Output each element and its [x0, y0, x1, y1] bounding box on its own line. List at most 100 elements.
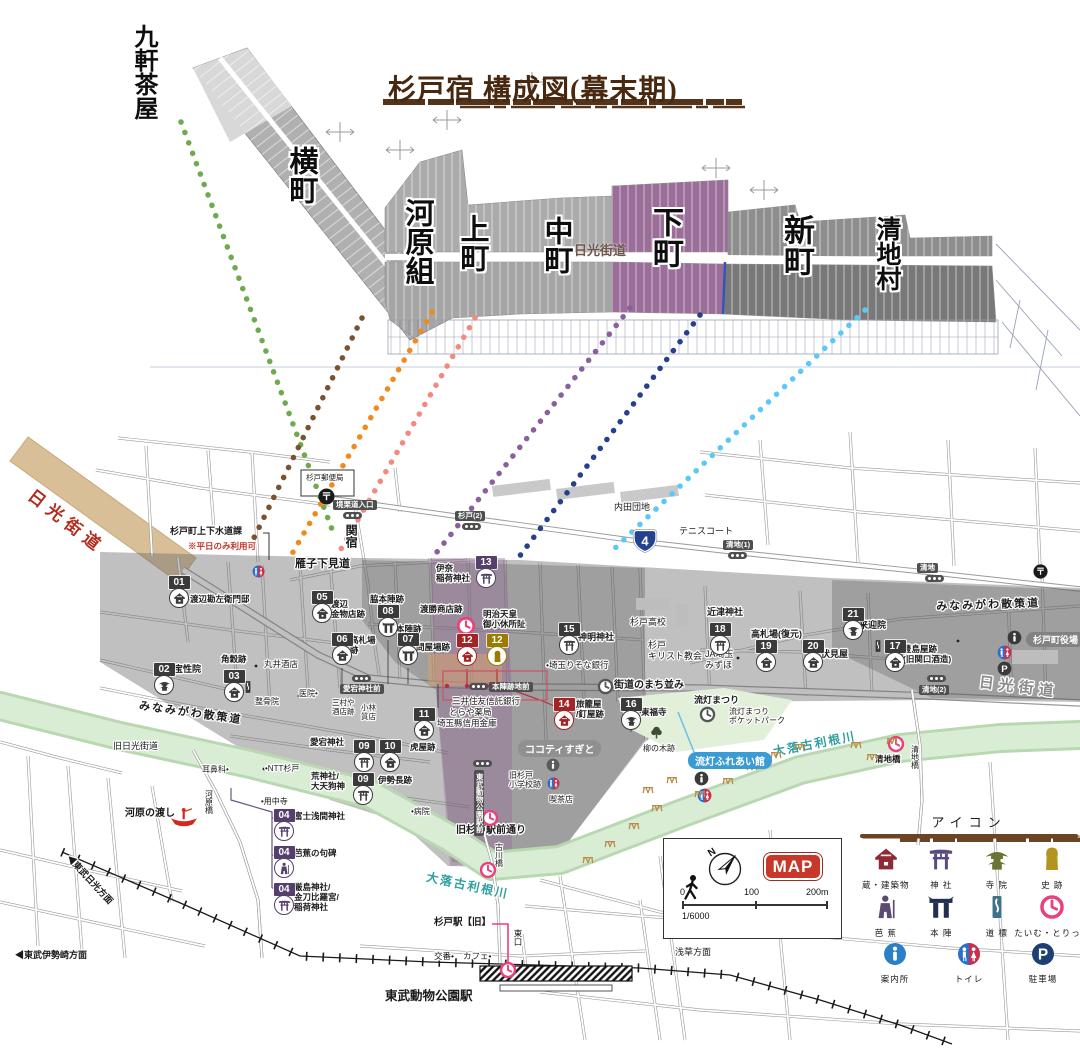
bench-icon	[666, 771, 678, 789]
scale-mid: 100	[744, 887, 760, 897]
legend-underline	[860, 834, 1078, 838]
legend-item-label: 神 社	[930, 880, 953, 890]
map-label: 内田団地	[614, 502, 651, 512]
marker-18-torii[interactable]: 18	[709, 623, 731, 655]
map-label: 東口	[513, 929, 524, 946]
torii-icon	[559, 635, 579, 655]
svg-text:4: 4	[641, 533, 649, 548]
map-label: •NTT杉戸	[265, 764, 300, 773]
kura-icon	[457, 646, 477, 666]
kura-icon	[414, 720, 434, 740]
bus-stop-icon	[352, 675, 371, 682]
bench-icon	[866, 748, 878, 766]
map-label: 清地橋	[875, 754, 901, 764]
temple-icon	[621, 710, 641, 730]
boat-icon	[169, 807, 199, 834]
kura-icon	[873, 846, 899, 877]
bench-icon	[642, 781, 654, 799]
marker-05-kura[interactable]: 05	[311, 591, 333, 623]
legend-item-label: 道 標	[985, 928, 1008, 938]
marker-number: 04	[273, 809, 295, 822]
info-icon	[694, 771, 709, 791]
marker-10-kura[interactable]: 10	[379, 740, 401, 772]
hist-section-label: 清地村	[873, 216, 900, 291]
marker-12-shiseki[interactable]: 12	[486, 634, 508, 666]
map-label: 渡勝商店跡	[420, 604, 463, 614]
map-label: 明治天皇 御小休所阯	[483, 609, 526, 630]
marker-04-basho[interactable]: 04	[273, 846, 295, 878]
marker-13-torii[interactable]: 13	[475, 556, 497, 588]
place-pill: 杉戸町役場	[1026, 632, 1080, 647]
place-pill: 流灯ふれあい館	[688, 752, 772, 769]
marker-number: 09	[352, 773, 374, 786]
legend-item-label: 蔵・建築物	[861, 880, 910, 890]
map-label: 小林 質店	[361, 703, 376, 721]
marker-15-torii[interactable]: 15	[558, 623, 580, 655]
legend-item-label: 駐車場	[1028, 974, 1058, 984]
dohyo-icon	[871, 639, 885, 658]
marker-11-kura[interactable]: 11	[413, 708, 435, 740]
legend-item-label: トイレ	[954, 974, 984, 984]
marker-17-kura[interactable]: 17	[884, 640, 906, 672]
marker-07-honjin[interactable]: 07	[397, 633, 419, 665]
temple-icon	[154, 675, 174, 695]
marker-01-kura[interactable]: 01	[168, 576, 190, 608]
map-label: 河原橋	[204, 790, 214, 814]
legend-item-label: 本 陣	[930, 928, 953, 938]
bench-icon	[604, 835, 616, 853]
marker-06-kura[interactable]: 06	[331, 633, 353, 665]
marker-19-kura[interactable]: 19	[755, 640, 777, 672]
marker-03-kura[interactable]: 03	[223, 670, 245, 702]
marker-number: 16	[620, 698, 642, 711]
map-label: 宝性院	[174, 664, 202, 674]
marker-21-temple[interactable]: 21	[842, 608, 864, 640]
kura-icon	[169, 588, 189, 608]
marker-04-torii[interactable]: 04	[273, 809, 295, 841]
map-label: 渡辺 金物店跡	[331, 599, 366, 620]
map-label: 伊勢長跡	[378, 775, 413, 785]
marker-04-torii[interactable]: 04	[273, 883, 295, 915]
marker-20-kura[interactable]: 20	[802, 640, 824, 672]
walking-person-icon	[684, 875, 698, 900]
kura-icon	[332, 645, 352, 665]
svg-text:P: P	[1038, 947, 1048, 964]
honjin-icon	[398, 645, 418, 665]
map-label: 杉戸 キリスト教会	[648, 640, 703, 661]
marker-number: 15	[558, 623, 580, 636]
marker-16-temple[interactable]: 16	[620, 698, 642, 730]
map-label: 医院•	[299, 689, 318, 698]
time-trip-clock-icon	[499, 961, 517, 984]
map-label: 虎屋跡	[410, 742, 436, 752]
legend-item-label: 史 跡	[1041, 880, 1064, 890]
hist-section-label: 下町	[648, 206, 683, 268]
marker-09-torii[interactable]: 09	[353, 740, 375, 772]
map-label: 旅籠屋 /釘屋跡	[576, 699, 604, 720]
kura-icon	[312, 603, 332, 623]
hist-section-label: 中町	[540, 216, 572, 274]
marker-12-kura[interactable]: 12	[456, 634, 478, 666]
scale-ratio: 1/6000	[682, 911, 710, 921]
bus-stop-icon	[728, 552, 747, 559]
legend-item-info: 案内所	[869, 942, 921, 985]
map-label: 流灯まつり ポケットパーク	[729, 707, 785, 726]
bus-stop-label: 清地(1)	[723, 540, 754, 551]
bus-stop-label: 境栗道入口	[333, 500, 377, 511]
map-label: ◀東武伊勢崎方面	[15, 950, 88, 960]
shield-icon: 4	[632, 529, 658, 558]
marker-02-temple[interactable]: 02	[153, 663, 175, 695]
marker-09-torii[interactable]: 09	[352, 773, 374, 805]
legend-item-label: 案内所	[880, 974, 910, 984]
basho-icon	[873, 894, 899, 925]
bench-icon	[694, 785, 706, 803]
marker-14-kura[interactable]: 14	[553, 698, 575, 730]
marker-number: 03	[223, 670, 245, 683]
map-label: 脇本陣跡	[370, 594, 405, 604]
marker-number: 17	[884, 640, 906, 653]
map-label: 高札場(復元)	[751, 629, 802, 639]
marker-08-honjin[interactable]: 08	[377, 605, 399, 637]
map-label: 丸井酒店	[264, 659, 299, 669]
bus-stop-label: 愛宕神社前	[340, 684, 384, 695]
map-label: 耳鼻科•	[202, 765, 229, 774]
map-label: 厳島神社/ 金刀比羅宮/ 稲荷神社	[294, 882, 339, 913]
